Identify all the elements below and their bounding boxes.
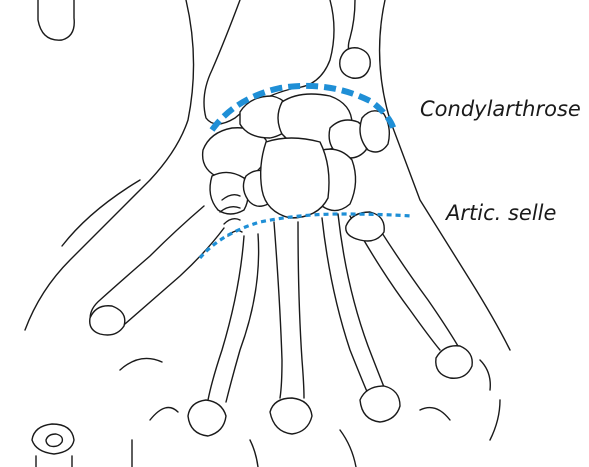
- capitate-body: [261, 138, 329, 218]
- metacarpal-ring: [322, 214, 386, 394]
- little-base: [346, 212, 384, 241]
- forearm-outline-left: [25, 0, 194, 330]
- finger-outline-left: [120, 358, 178, 420]
- little-head: [436, 346, 472, 379]
- thumb-head: [90, 306, 125, 335]
- thumb-tissue-line: [62, 180, 140, 246]
- middle-head: [270, 398, 312, 434]
- ring-head: [360, 386, 400, 422]
- forearm-outline-right: [380, 0, 510, 350]
- metacarpal-middle: [274, 222, 304, 398]
- ulna-styloid: [340, 48, 371, 79]
- pisiform-bone: [360, 111, 389, 152]
- finger-outline-mid: [132, 430, 356, 467]
- label-artic-selle: Artic. selle: [446, 201, 556, 225]
- metacarpal-index: [208, 234, 259, 402]
- fingertip-fragment-top-left: [38, 0, 74, 40]
- label-condylarthrose: Condylarthrose: [420, 97, 581, 121]
- fingertip-fragment-bottom-left: [32, 424, 74, 467]
- index-head: [188, 400, 226, 436]
